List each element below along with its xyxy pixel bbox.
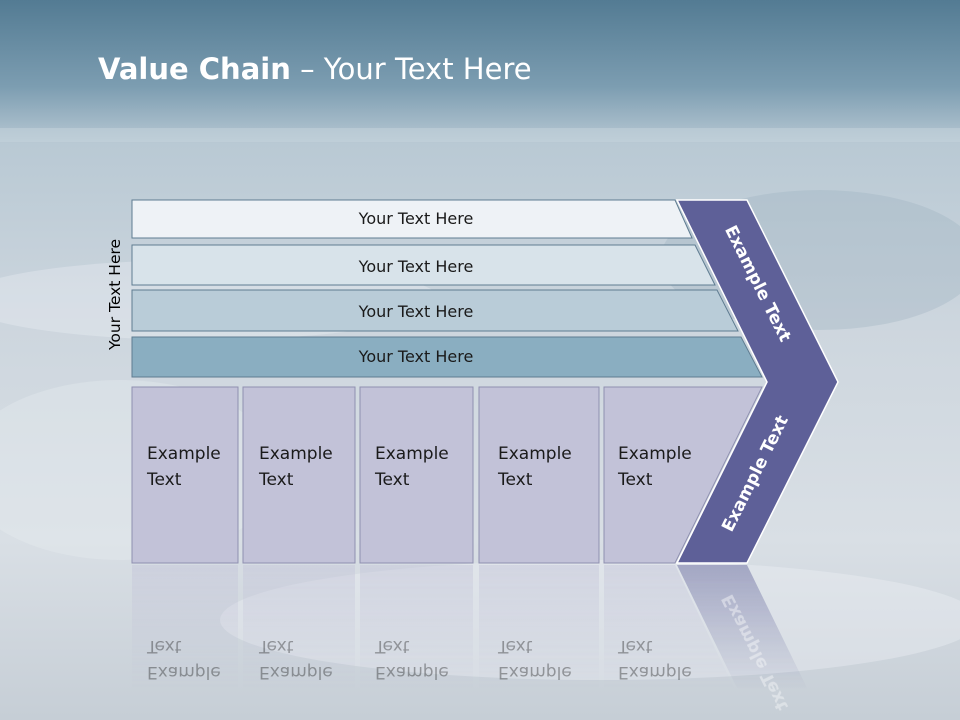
primary-box-1-line1: Example xyxy=(147,444,221,464)
primary-box-4-line2: Text xyxy=(497,470,533,490)
support-bar-4 xyxy=(131,336,763,378)
reflection-text-3a: Example xyxy=(375,662,449,682)
reflection-box-1 xyxy=(132,565,238,690)
reflection-text-4b: Text xyxy=(497,636,533,656)
primary-box-5-line1: Example xyxy=(618,444,692,464)
primary-box-5 xyxy=(603,386,763,564)
support-bar-3 xyxy=(131,289,739,332)
support-bar-2-label: Your Text Here xyxy=(358,257,474,276)
reflection-text-5a: Example xyxy=(618,662,692,682)
reflection: Example Text Example Text Example Text E… xyxy=(132,565,808,714)
primary-boxes: Example Text Example Text Example Text E… xyxy=(131,386,763,564)
primary-box-2-line1: Example xyxy=(259,444,333,464)
primary-box-3 xyxy=(359,386,474,564)
primary-box-2-line2: Text xyxy=(258,470,294,490)
chevron-shape xyxy=(675,199,839,564)
reflection-text-2a: Example xyxy=(259,662,333,682)
title-rest: – Your Text Here xyxy=(290,52,532,86)
reflection-box-3 xyxy=(360,565,473,690)
support-bars: Your Text Here Your Text Here Your Text … xyxy=(131,199,763,378)
reflection-text-2b: Text xyxy=(258,636,294,656)
title-bold: Value Chain xyxy=(98,52,291,86)
reflection-text-1a: Example xyxy=(147,662,221,682)
primary-box-2 xyxy=(242,386,356,564)
support-bar-3-label: Your Text Here xyxy=(358,302,474,321)
reflection-text-4a: Example xyxy=(498,662,572,682)
reflection-box-5 xyxy=(604,565,735,690)
primary-box-1 xyxy=(131,386,239,564)
primary-box-3-line2: Text xyxy=(374,470,410,490)
reflection-box-2 xyxy=(243,565,355,690)
primary-box-1-line2: Text xyxy=(146,470,182,490)
reflection-text-1b: Text xyxy=(146,636,182,656)
reflection-chevron xyxy=(677,565,808,690)
support-bar-1-label: Your Text Here xyxy=(358,209,474,228)
primary-box-5-line2: Text xyxy=(617,470,653,490)
support-bar-4-label: Your Text Here xyxy=(358,347,474,366)
reflection-text-5b: Text xyxy=(617,636,653,656)
support-bar-1 xyxy=(131,199,693,239)
primary-box-4-line1: Example xyxy=(498,444,572,464)
primary-box-3-line1: Example xyxy=(375,444,449,464)
primary-box-4 xyxy=(478,386,600,564)
reflection-box-4 xyxy=(479,565,599,690)
reflection-text-3b: Text xyxy=(374,636,410,656)
page-title: Value Chain – Your Text Here xyxy=(98,52,532,86)
support-bar-2 xyxy=(131,244,716,286)
